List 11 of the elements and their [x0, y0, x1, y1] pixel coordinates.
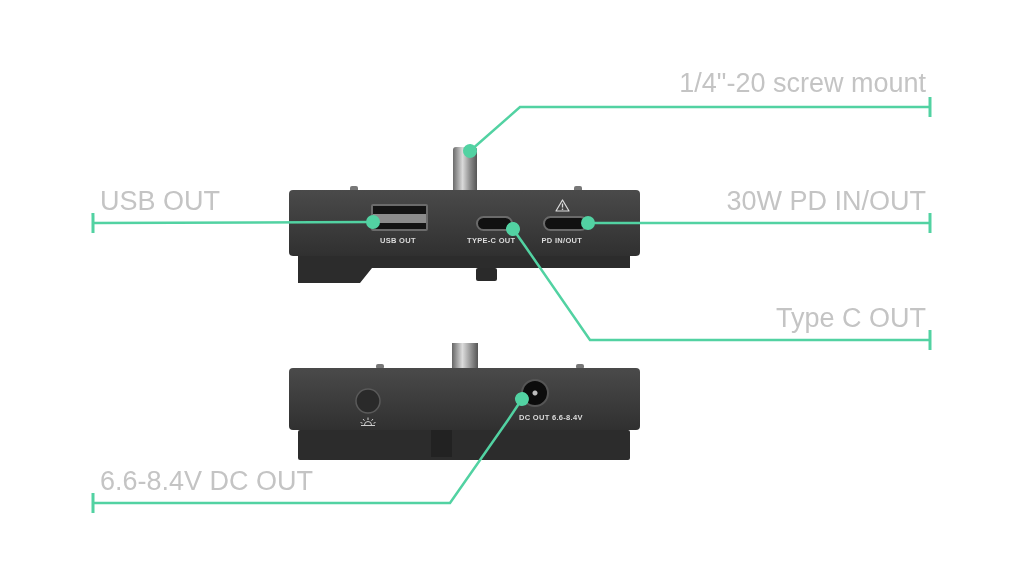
callout-label: 6.6-8.4V DC OUT	[100, 466, 314, 496]
callout-label: 1/4"-20 screw mount	[679, 68, 926, 98]
usb-port	[371, 204, 428, 231]
callout-label: Type C OUT	[775, 303, 926, 333]
leader-line	[581, 213, 932, 233]
leader-line	[91, 213, 380, 233]
callout-label: 30W PD IN/OUT	[726, 186, 926, 216]
leader-line	[463, 97, 932, 158]
leader-line	[91, 392, 529, 513]
callout-label: USB OUT	[100, 186, 220, 216]
leader-line	[506, 222, 932, 350]
